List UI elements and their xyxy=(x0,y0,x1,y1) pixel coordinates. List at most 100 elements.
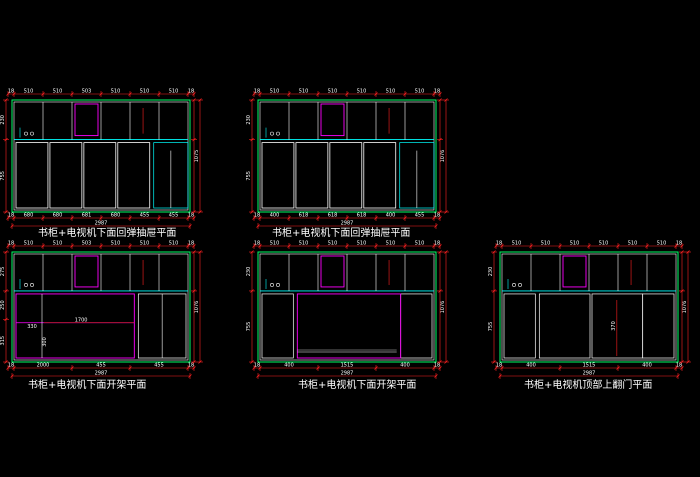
bottom-dimension-tick xyxy=(558,366,562,370)
outer-frame xyxy=(257,99,437,213)
left-height-tick xyxy=(250,210,254,214)
right-height-tick xyxy=(198,250,202,254)
overall-width-label: 2987 xyxy=(341,371,354,377)
right-sub-height-tick xyxy=(438,250,442,254)
left-height-tick xyxy=(4,360,8,364)
bottom-dimension-tick xyxy=(674,366,678,370)
bottom-dimension-tick xyxy=(316,216,320,220)
top-dimension-label: 18 xyxy=(676,241,682,247)
bottom-dimension-label: 400 xyxy=(400,363,410,369)
outer-frame xyxy=(11,99,191,213)
top-dimension-tick xyxy=(41,244,45,248)
left-height-tick xyxy=(4,98,8,102)
right-height-label: 1075 xyxy=(194,150,200,163)
left-height-tick xyxy=(492,250,496,254)
top-dimension-tick xyxy=(258,244,262,248)
right-sub-height-tick xyxy=(680,289,684,293)
bottom-dimension-tick xyxy=(157,216,161,220)
right-height-label: 1076 xyxy=(194,301,200,314)
drawer-front xyxy=(295,142,329,209)
overall-width-tick xyxy=(434,374,438,378)
knob-icon xyxy=(30,131,34,136)
overall-width-tick xyxy=(256,374,260,378)
top-dimension-tick xyxy=(438,244,442,248)
left-height-tick xyxy=(250,250,254,254)
right-sub-height-tick xyxy=(680,360,684,364)
right-height-tick xyxy=(686,360,690,364)
top-dimension-label: 510 xyxy=(270,241,280,247)
drawer-front xyxy=(329,142,363,209)
top-dimension-label: 18 xyxy=(8,241,14,247)
top-dimension-tick xyxy=(99,92,103,96)
drawer-front xyxy=(49,142,83,209)
top-dimension-label: 510 xyxy=(53,241,63,247)
caption-flip-door-plan: 书柜+电视机顶部上翻门平面 xyxy=(524,380,653,391)
right-height-label: 1076 xyxy=(440,301,446,314)
top-dimension-tick xyxy=(252,92,256,96)
top-dimension-label: 510 xyxy=(24,241,34,247)
top-dimension-tick xyxy=(70,244,74,248)
top-dimension-label: 510 xyxy=(541,241,551,247)
left-height-label: 315 xyxy=(0,336,6,346)
left-height-label: 755 xyxy=(246,322,252,332)
caption-drawer-plan-2: 书柜+电视机下面回弹抽屉平面 xyxy=(272,228,411,239)
left-height-tick xyxy=(492,289,496,293)
top-dimension-label: 510 xyxy=(169,241,179,247)
top-dimension-label: 18 xyxy=(496,241,502,247)
right-height-tick xyxy=(198,210,202,214)
bottom-dimension-tick xyxy=(374,366,378,370)
outer-frame xyxy=(499,251,679,363)
bottom-dimension-label: 455 xyxy=(154,363,164,369)
overall-width-label: 2987 xyxy=(583,371,596,377)
bottom-dimension-label: 18 xyxy=(8,213,14,219)
top-dimension-tick xyxy=(128,244,132,248)
top-dimension-tick xyxy=(680,244,684,248)
bottom-dimension-label: 18 xyxy=(676,363,682,369)
flip-door-right xyxy=(591,293,644,359)
bottom-dimension-label: 618 xyxy=(328,213,338,219)
right-sub-height-tick xyxy=(192,289,196,293)
bottom-dimension-label: 680 xyxy=(53,213,63,219)
left-height-label: 755 xyxy=(0,171,6,181)
left-height-tick xyxy=(250,137,254,142)
bottom-dimension-tick xyxy=(500,366,504,370)
top-dimension-label: 510 xyxy=(357,241,367,247)
inner-dim-label: 330 xyxy=(27,324,37,330)
bottom-dimension-label: 18 xyxy=(188,213,194,219)
drawer-front xyxy=(83,142,117,209)
left-height-label: 755 xyxy=(488,322,494,332)
right-height-tick xyxy=(444,250,448,254)
top-dimension-label: 18 xyxy=(188,241,194,247)
bottom-dimension-tick xyxy=(70,216,74,220)
knob-icon xyxy=(276,283,280,287)
bottom-dimension-tick xyxy=(680,366,684,370)
bottom-dimension-label: 400 xyxy=(270,213,280,219)
overall-width-tick xyxy=(434,224,438,228)
top-dimension-label: 18 xyxy=(254,241,260,247)
top-dimension-label: 18 xyxy=(434,241,440,247)
left-height-label: 230 xyxy=(488,267,494,277)
left-height-tick xyxy=(4,317,8,322)
top-dimension-tick xyxy=(432,244,436,248)
right-sub-height-tick xyxy=(438,137,442,142)
upper-niche xyxy=(74,255,99,288)
bottom-dimension-label: 400 xyxy=(386,213,396,219)
outer-frame xyxy=(257,251,437,363)
bottom-dimension-tick xyxy=(252,366,256,370)
top-dimension-label: 503 xyxy=(82,89,92,95)
bottom-dimension-tick xyxy=(438,216,442,220)
bottom-dimension-label: 18 xyxy=(188,363,194,369)
right-sub-height-tick xyxy=(438,289,442,293)
top-dimension-label: 510 xyxy=(24,89,34,95)
left-height-label: 230 xyxy=(246,267,252,277)
drawer-front xyxy=(363,142,397,209)
top-dimension-tick xyxy=(645,244,649,248)
outer-frame xyxy=(11,251,191,363)
bottom-dimension-tick xyxy=(12,366,16,370)
bottom-dimension-tick xyxy=(345,216,349,220)
top-dimension-tick xyxy=(374,92,378,96)
top-dimension-label: 510 xyxy=(386,89,396,95)
